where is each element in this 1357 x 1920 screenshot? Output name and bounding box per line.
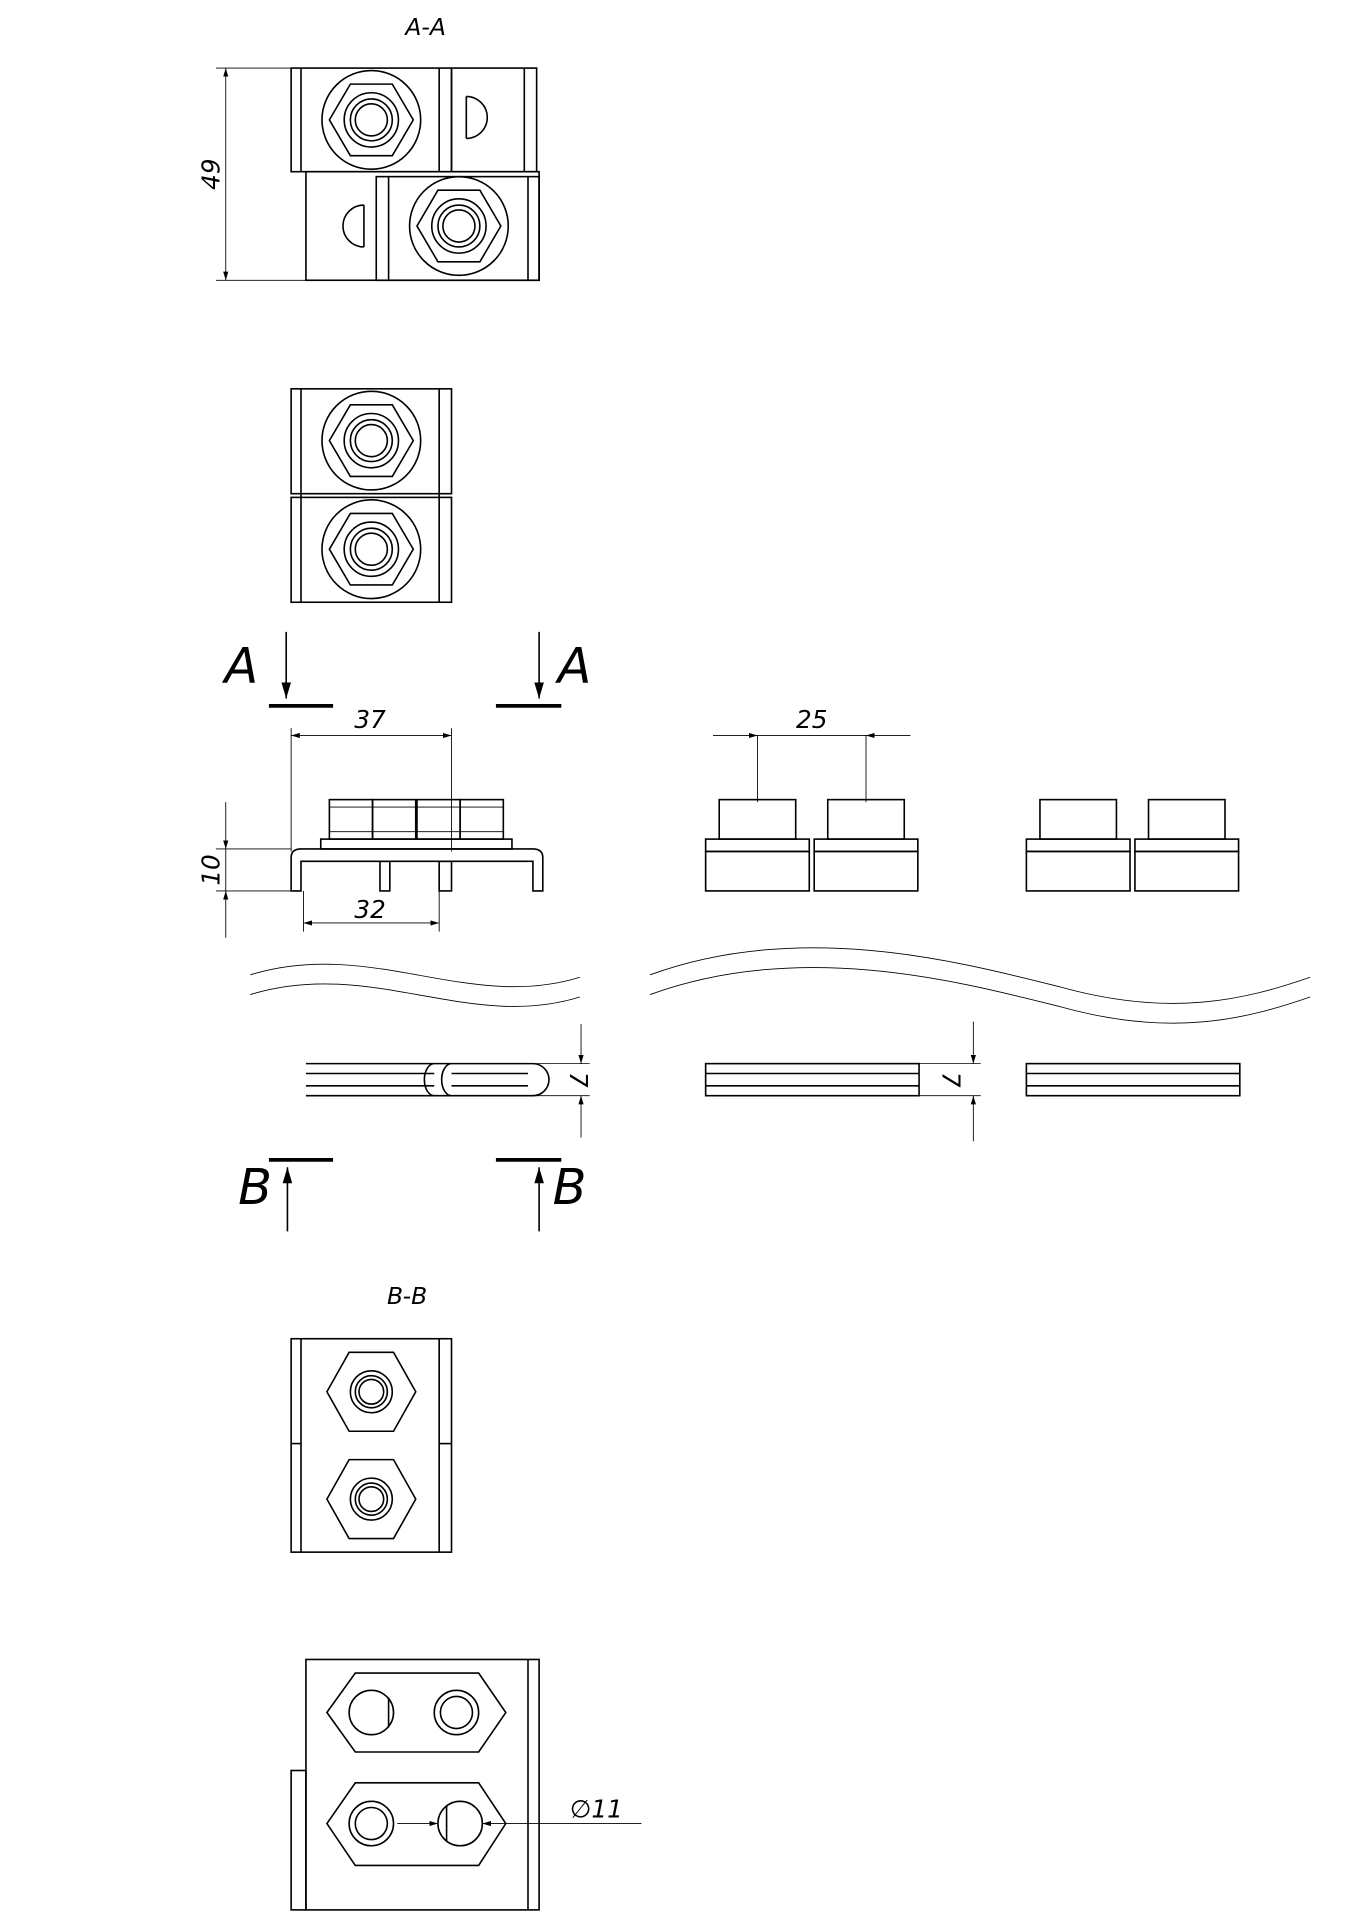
section-b-marker: B B [238, 1157, 587, 1232]
dimension-25-label: 25 [796, 705, 827, 734]
top-view [290, 388, 453, 604]
bar-views: 7 7 [305, 1021, 1241, 1142]
section-a-letter-right: A [555, 636, 592, 694]
dimension-7-right-label: 7 [936, 1072, 965, 1088]
dimension-diameter-11-label: ∅11 [570, 1794, 623, 1823]
dimension-32-label: 32 [354, 895, 385, 924]
break-lines [250, 947, 1311, 1024]
dimension-49-label: 49 [197, 158, 226, 189]
dimension-10-label: 10 [197, 854, 226, 885]
section-b-letter-left: B [238, 1158, 272, 1216]
section-a-marker: A A [222, 631, 592, 708]
section-aa-title: A-A [403, 13, 446, 41]
section-b-letter-right: B [553, 1158, 587, 1216]
dimension-49: 49 [197, 67, 306, 281]
bottom-view: ∅11 [290, 1658, 642, 1911]
dimension-7-left-label: 7 [564, 1072, 593, 1088]
section-bb-title: B-B [387, 1282, 427, 1310]
side-view-right [1025, 798, 1240, 892]
section-aa-view: A-A 49 [197, 13, 540, 282]
side-view-left: 37 10 32 [197, 705, 544, 938]
section-bb-view: B-B [290, 1282, 453, 1553]
dimension-37-label: 37 [354, 705, 386, 734]
side-view-middle: 25 [704, 705, 919, 892]
section-a-letter-left: A [222, 636, 259, 694]
